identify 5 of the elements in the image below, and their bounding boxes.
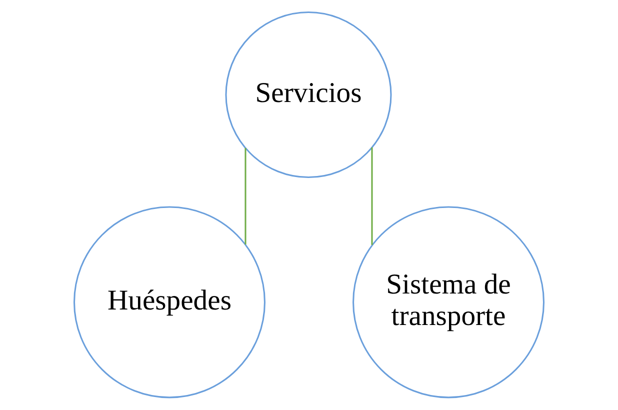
connector: [371, 147, 373, 245]
node-circle: Huéspedes: [73, 206, 266, 398]
node-circle: Sistema de transporte: [352, 206, 545, 398]
node-circle: Servicios: [225, 12, 392, 178]
connector: [244, 148, 246, 244]
